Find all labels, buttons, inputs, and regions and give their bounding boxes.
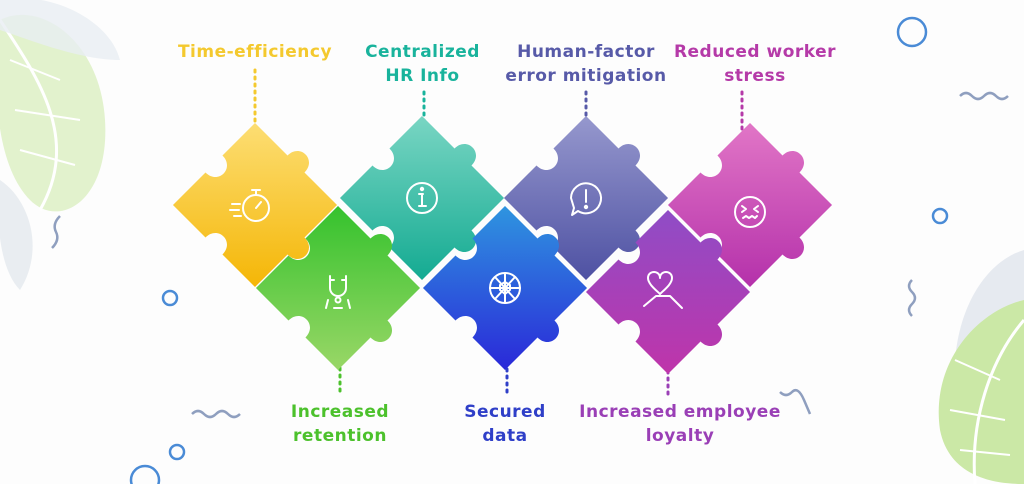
secure-globe-icon bbox=[489, 272, 521, 304]
label-increased-employee-loyalty: Increased employee loyalty bbox=[579, 402, 781, 446]
label-secured-data: Secured data bbox=[464, 402, 546, 446]
leaf-decoration-right bbox=[938, 250, 1024, 484]
alert-bubble-icon bbox=[570, 182, 602, 216]
label-human-factor: Human-factor error mitigation bbox=[505, 42, 667, 86]
stopwatch-icon bbox=[229, 189, 270, 222]
leaf-decoration-left bbox=[0, 0, 120, 290]
label-reduced-worker-stress: Reduced worker stress bbox=[673, 42, 837, 86]
heart-hand-icon bbox=[643, 271, 683, 309]
label-increased-retention: Increased retention bbox=[290, 402, 390, 446]
decorative-shapes bbox=[51, 16, 1009, 484]
info-icon bbox=[406, 182, 438, 214]
label-centralized-hr-info: Centralized HR Info bbox=[365, 42, 480, 86]
stressed-face-icon bbox=[734, 196, 766, 228]
label-time-efficiency: Time-efficiency bbox=[177, 42, 333, 62]
magnet-people-icon bbox=[325, 275, 351, 309]
